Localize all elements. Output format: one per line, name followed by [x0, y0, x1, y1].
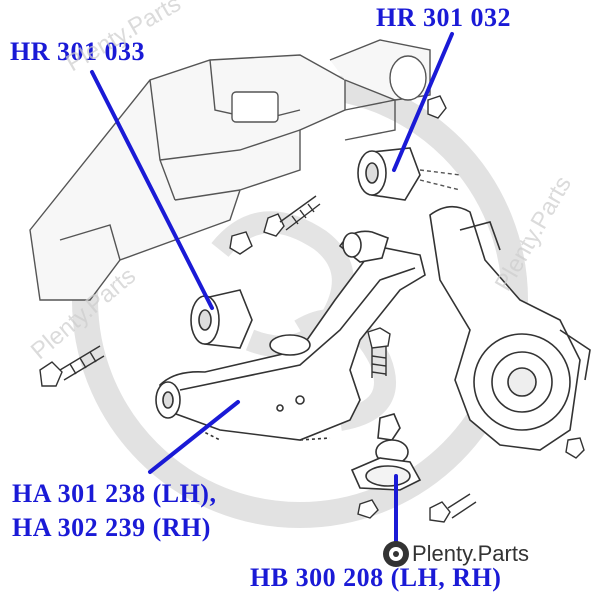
watermark-brand-text: Plenty.Parts — [412, 541, 529, 566]
front-bushing — [190, 289, 253, 349]
label-hb-300-208: HB 300 208 (LH, RH) — [250, 563, 502, 592]
bolt-vertical — [367, 327, 391, 378]
nut-small-1 — [229, 95, 447, 255]
leader-ha — [148, 400, 240, 474]
subframe — [29, 39, 461, 301]
ball-joint — [350, 413, 422, 491]
watermark-brand: Plenty.Parts — [384, 541, 529, 567]
label-ha-rh: HA 302 239 (RH) — [12, 513, 211, 542]
leader-lines — [90, 32, 454, 564]
leader-hr-301-033 — [90, 70, 214, 310]
label-hr-301-033: HR 301 033 — [10, 37, 145, 66]
label-hr-301-032: HR 301 032 — [376, 3, 511, 32]
steering-knuckle — [429, 205, 591, 451]
rear-bushing — [357, 147, 421, 201]
bolt-upper — [263, 195, 321, 237]
label-ha-lh: HA 301 238 (LH), — [12, 479, 217, 508]
leader-hr-301-032 — [392, 32, 454, 172]
lower-hardware — [357, 437, 585, 523]
bolt-left — [39, 345, 105, 387]
control-arm — [155, 230, 426, 441]
brand-logo-icon — [383, 541, 409, 567]
